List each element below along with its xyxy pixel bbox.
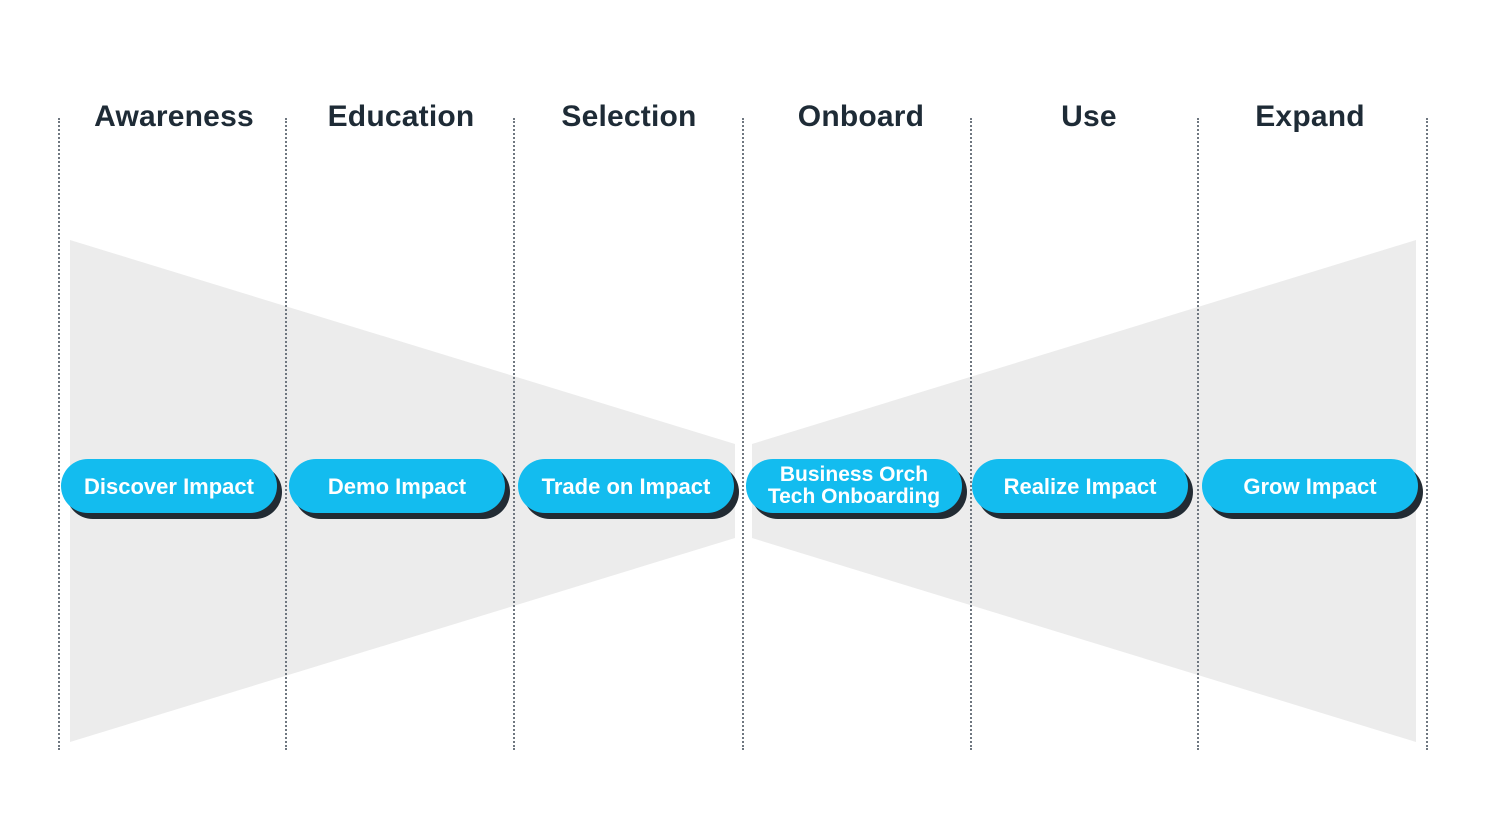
stage-divider bbox=[970, 118, 972, 750]
grow-impact-pill-group: Grow Impact bbox=[1202, 459, 1423, 519]
business-orch-tech-onboarding-pill[interactable]: Business Orch Tech Onboarding bbox=[746, 459, 962, 513]
realize-impact-pill[interactable]: Realize Impact bbox=[972, 459, 1188, 513]
discover-impact-pill[interactable]: Discover Impact bbox=[61, 459, 277, 513]
stage-divider bbox=[285, 118, 287, 750]
pill-label: Trade on Impact bbox=[541, 473, 711, 499]
stage-title-expand: Expand bbox=[1255, 100, 1365, 133]
stage-title-use: Use bbox=[1061, 100, 1117, 133]
pill-label-line-1: Business Orch bbox=[779, 463, 929, 486]
stage-title-awareness: Awareness bbox=[94, 100, 254, 133]
stage-title-onboard: Onboard bbox=[797, 100, 925, 133]
discover-impact-pill-group: Discover Impact bbox=[61, 459, 282, 519]
stage-divider bbox=[1197, 118, 1199, 750]
pill-label: Discover Impact bbox=[84, 473, 254, 499]
trade-on-impact-pill-group: Trade on Impact bbox=[518, 459, 739, 519]
stage-divider bbox=[58, 118, 60, 750]
realize-impact-pill-group: Realize Impact bbox=[972, 459, 1193, 519]
stage-divider bbox=[1426, 118, 1428, 750]
stage-title-education: Education bbox=[327, 100, 475, 133]
stage-divider bbox=[513, 118, 515, 750]
business-orch-pill-group: Business Orch Tech Onboarding bbox=[746, 459, 967, 519]
stage-title-selection: Selection bbox=[561, 100, 697, 133]
demo-impact-pill[interactable]: Demo Impact bbox=[289, 459, 505, 513]
trade-on-impact-pill[interactable]: Trade on Impact bbox=[518, 459, 734, 513]
grow-impact-pill[interactable]: Grow Impact bbox=[1202, 459, 1418, 513]
demo-impact-pill-group: Demo Impact bbox=[289, 459, 510, 519]
pill-label: Realize Impact bbox=[1003, 473, 1157, 499]
stage-divider bbox=[742, 118, 744, 750]
pill-label: Grow Impact bbox=[1243, 473, 1377, 499]
pill-label: Demo Impact bbox=[327, 473, 467, 499]
pill-label-line-2: Tech Onboarding bbox=[767, 485, 941, 508]
